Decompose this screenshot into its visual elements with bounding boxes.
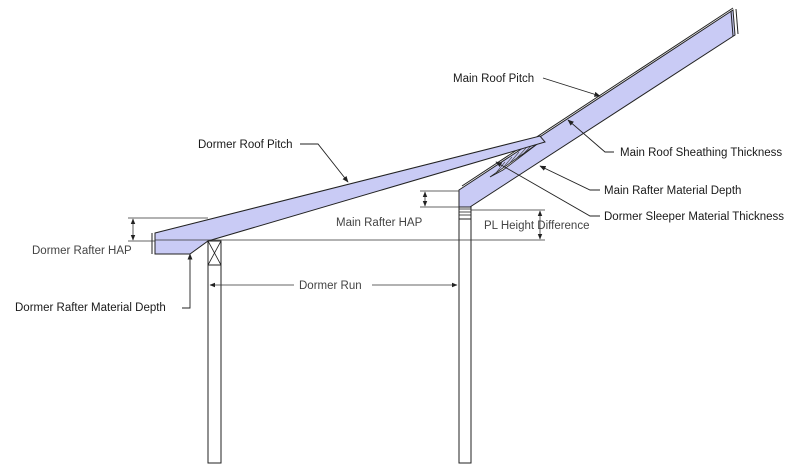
main-rafter-hap-label: Main Rafter HAP (336, 217, 423, 229)
main-roof-pitch-label: Main Roof Pitch (453, 73, 534, 85)
dormer-rafter-depth-label: Dormer Rafter Material Depth (15, 302, 166, 314)
main-rafter-end-line (735, 8, 739, 35)
dormer-roof-pitch-leader (300, 143, 349, 183)
main-top-plate (458, 206, 472, 220)
main-roof-sheathing (461, 7, 734, 187)
pl-height-difference-label: PL Height Difference (484, 220, 589, 232)
dormer-rafter-hap-label: Dormer Rafter HAP (32, 245, 132, 257)
main-rafter-depth-leader (539, 165, 600, 191)
main-rafter-end-cut (730, 10, 734, 37)
main-roof-sheathing-label: Main Roof Sheathing Thickness (620, 147, 782, 159)
main-wall-post (458, 206, 472, 464)
dormer-wall-post (207, 240, 222, 464)
dormer-sleeper-label: Dormer Sleeper Material Thickness (604, 211, 784, 223)
dormer-run-label: Dormer Run (299, 280, 362, 292)
dormer-top-plate (207, 240, 222, 266)
dormer-sleeper-leader (495, 161, 600, 217)
main-roof-sheathing-leader (567, 119, 614, 153)
dormer-roof-pitch-label: Dormer Roof Pitch (198, 139, 293, 151)
main-rafter-depth-label: Main Rafter Material Depth (604, 185, 741, 197)
sleeper-hatch (494, 143, 534, 175)
main-rafter (458, 9, 736, 208)
main-roof-pitch-leader (542, 77, 601, 97)
dormer-rafter-depth-leader (182, 253, 193, 309)
